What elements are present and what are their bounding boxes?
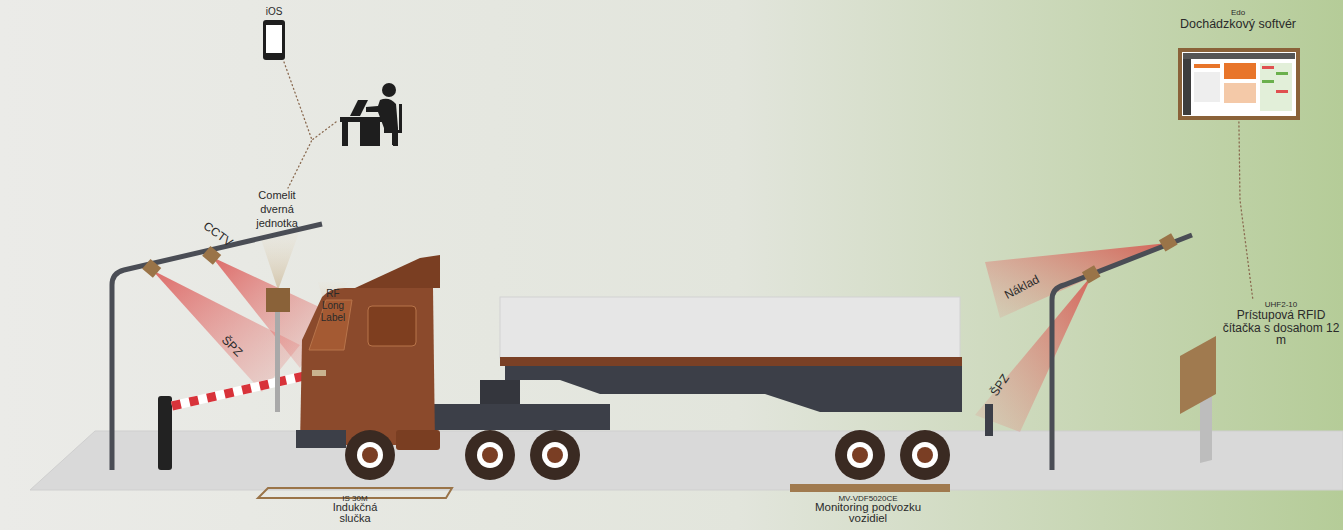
cargo-camera: [1159, 233, 1178, 251]
intercom-node: Comelit dverná jednotka: [244, 188, 310, 232]
screen-grid: [1260, 63, 1292, 111]
screen-cell: [1276, 72, 1288, 75]
model-label: Edo: [1172, 8, 1304, 17]
rf-label: RF Long Label: [315, 288, 351, 324]
wheel: [530, 430, 580, 480]
wheel-rim: [357, 442, 383, 468]
fifth-wheel: [480, 380, 520, 404]
node-text: Indukčná slučka: [325, 502, 385, 524]
chair-leg: [392, 133, 394, 145]
wheel-rim: [847, 442, 873, 468]
wheel-hub: [917, 447, 933, 463]
anpr-camera: [1082, 265, 1101, 283]
rfid-reader-panel: [1180, 336, 1216, 414]
cctv-camera: [142, 259, 161, 278]
phone-screen: [266, 25, 282, 53]
barrier-arm: [172, 376, 304, 406]
screen-cell: [1262, 66, 1274, 69]
leader-line: [312, 122, 336, 140]
cctv-camera: [202, 246, 221, 265]
fuel-tank: [396, 430, 440, 450]
person-icon: [340, 83, 402, 146]
node-text: Dochádzkový softvér: [1172, 17, 1304, 32]
desk-cabinet: [360, 122, 380, 146]
laptop: [350, 100, 368, 116]
node-text: Comelit dverná jednotka: [246, 188, 308, 230]
chair-seat: [385, 130, 402, 133]
screen-block: [1224, 63, 1256, 79]
wheel: [900, 430, 950, 480]
roof-deflector: [355, 255, 440, 288]
left-gantry: [112, 224, 322, 470]
wheel-rim: [477, 442, 503, 468]
intercom-post: [275, 310, 280, 412]
dotted-connector: [1239, 122, 1253, 300]
screen-frame: [1180, 50, 1298, 118]
wheel: [345, 430, 395, 480]
phone-node: iOS: [254, 6, 294, 62]
wheel-hub: [852, 447, 868, 463]
phone-icon: [263, 20, 285, 60]
barrier-post: [158, 396, 172, 470]
screen-cell: [1276, 90, 1288, 93]
right-gantry: [1052, 235, 1192, 470]
head: [382, 83, 396, 97]
undercarriage-plate: [790, 484, 950, 492]
trailer-bed: [500, 357, 962, 366]
road-slab: [30, 431, 1343, 490]
rfid-reader-node: UHF2-10Prístupová RFID čítačka s dosahom…: [1178, 300, 1343, 418]
wheel-hub: [482, 447, 498, 463]
mudflap: [985, 404, 993, 436]
undercarriage-node: MV-VDF5020CEMonitoring podvozku vozidiel: [763, 494, 973, 528]
rf-label-tag: [312, 370, 326, 376]
screen-header: [1183, 53, 1295, 59]
screen-cell: [1262, 80, 1274, 83]
wheels: [345, 430, 950, 480]
wheel-rim: [542, 442, 568, 468]
body: [366, 99, 398, 128]
node-text: Prístupová RFID čítačka s dosahom 12 m: [1220, 309, 1342, 347]
tractor-chassis: [425, 404, 610, 430]
software-node: EdoDochádzkový softvér: [1172, 4, 1304, 122]
wheel-rim: [912, 442, 938, 468]
node-text: iOS: [254, 6, 294, 18]
wheel: [465, 430, 515, 480]
chair-back: [399, 104, 402, 130]
bumper: [296, 430, 346, 448]
trailer-box: [500, 297, 960, 358]
model-label: UHF2-10: [1220, 300, 1342, 309]
desk-leg: [342, 122, 348, 146]
wheel-hub: [362, 447, 378, 463]
wheel-hub: [547, 447, 563, 463]
screen-block: [1194, 72, 1220, 102]
truck-cab: [300, 288, 435, 445]
screen-sidebar: [1183, 59, 1191, 115]
dotted-connector: [284, 62, 312, 188]
intercom-unit: [266, 288, 290, 312]
reader-post: [1200, 392, 1212, 463]
induction-loop-node: IS 30MIndukčná slučka: [310, 494, 400, 528]
barrier-stripes: [172, 376, 304, 406]
desk: [340, 117, 382, 122]
screen-block: [1224, 83, 1256, 103]
screen-block: [1194, 64, 1220, 68]
side-window: [368, 306, 416, 346]
wheel: [835, 430, 885, 480]
node-text: Monitoring podvozku vozidiel: [798, 502, 938, 524]
